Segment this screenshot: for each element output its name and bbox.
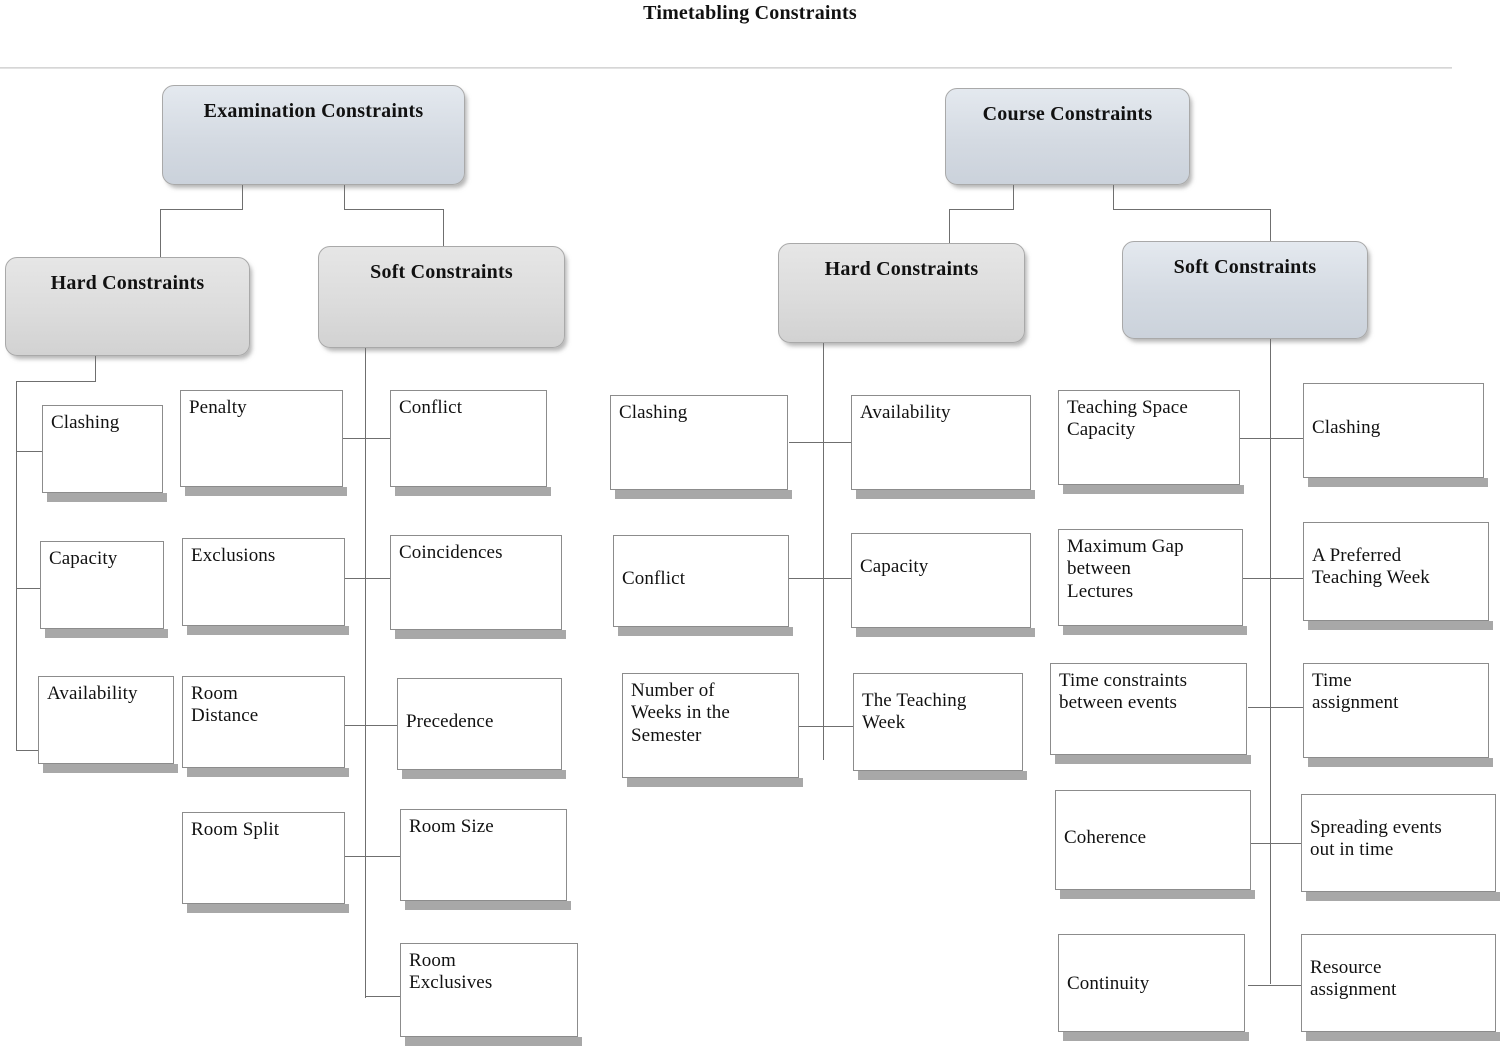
connector-course-soft-arm-3r <box>1270 843 1303 844</box>
connector-exam-hard-stub <box>95 356 96 381</box>
connector-exam-soft-arm-1r <box>365 578 391 579</box>
leaf-exam-soft-room-split[interactable]: Room Split <box>182 812 349 913</box>
connector-exam-soft-arm-3l <box>345 856 366 857</box>
connector-course-hard-arm-2r <box>823 726 853 727</box>
connector-exam-root-right-arm <box>344 209 444 210</box>
leaf-exam-soft-exclusions[interactable]: Exclusions <box>182 538 349 635</box>
leaf-exam-soft-coincidences[interactable]: Coincidences <box>390 535 566 639</box>
connector-exam-soft-arm-0r <box>365 438 391 439</box>
connector-course-hard-arm-1l <box>789 578 824 579</box>
leaf-course-hard-clashing[interactable]: Clashing <box>610 395 792 499</box>
connector-course-soft-drop <box>1270 209 1271 242</box>
leaf-course-hard-number-of-weeks[interactable]: Number of Weeks in the Semester <box>622 673 803 787</box>
connector-course-hard-arm-0l <box>789 442 824 443</box>
leaf-exam-soft-room-distance[interactable]: Room Distance <box>182 676 349 777</box>
header-divider <box>0 67 1452 69</box>
leaf-course-hard-availability[interactable]: Availability <box>851 395 1035 499</box>
node-course-hard-constraints[interactable]: Hard Constraints <box>778 243 1025 343</box>
page-title: Timetabling Constraints <box>643 2 857 24</box>
connector-exam-soft-arm-2l <box>345 725 366 726</box>
connector-exam-soft-arm-3r <box>365 856 401 857</box>
leaf-course-soft-clashing[interactable]: Clashing <box>1303 383 1488 487</box>
leaf-exam-hard-clashing[interactable]: Clashing <box>42 405 167 502</box>
leaf-exam-soft-penalty[interactable]: Penalty <box>180 390 347 496</box>
connector-exam-root-left-arm <box>160 209 243 210</box>
connector-course-soft-spine <box>1270 339 1271 984</box>
connector-course-soft-arm-2l <box>1248 707 1271 708</box>
connector-course-hard-arm-2l <box>799 726 824 727</box>
node-exam-hard-constraints[interactable]: Hard Constraints <box>5 257 250 356</box>
connector-course-hard-spine <box>823 343 824 760</box>
leaf-exam-soft-conflict[interactable]: Conflict <box>390 390 551 496</box>
leaf-course-soft-spreading-events[interactable]: Spreading events out in time <box>1301 794 1500 901</box>
connector-exam-hard-branch-1 <box>16 588 43 589</box>
connector-exam-root-right-stub <box>344 185 345 209</box>
node-course-soft-constraints[interactable]: Soft Constraints <box>1122 241 1368 339</box>
connector-exam-soft-arm-2r <box>365 725 398 726</box>
leaf-exam-soft-room-size[interactable]: Room Size <box>400 809 571 910</box>
connector-exam-hard-arm <box>16 381 96 382</box>
connector-exam-hard-spine <box>16 381 17 750</box>
leaf-course-soft-continuity[interactable]: Continuity <box>1058 934 1249 1041</box>
connector-course-root-left-arm <box>949 209 1014 210</box>
connector-course-soft-arm-1r <box>1270 578 1303 579</box>
connector-exam-hard-drop <box>160 209 161 257</box>
leaf-course-soft-preferred-teaching-week[interactable]: A Preferred Teaching Week <box>1303 522 1493 630</box>
connector-exam-soft-arm-4r <box>365 996 401 997</box>
leaf-course-soft-teaching-space-capacity[interactable]: Teaching Space Capacity <box>1058 390 1244 494</box>
connector-course-soft-arm-0r <box>1270 438 1303 439</box>
leaf-exam-soft-room-exclusives[interactable]: Room Exclusives <box>400 943 582 1046</box>
leaf-exam-hard-availability[interactable]: Availability <box>38 676 178 773</box>
leaf-exam-hard-capacity[interactable]: Capacity <box>40 541 168 638</box>
connector-exam-soft-drop <box>443 209 444 247</box>
connector-course-hard-arm-1r <box>823 578 853 579</box>
connector-course-soft-arm-4l <box>1248 985 1271 986</box>
leaf-exam-soft-precedence[interactable]: Precedence <box>397 678 566 779</box>
connector-course-root-left-stub <box>1013 185 1014 209</box>
connector-course-hard-drop <box>949 209 950 245</box>
connector-exam-soft-spine <box>365 348 366 998</box>
leaf-course-soft-coherence[interactable]: Coherence <box>1055 790 1255 899</box>
connector-exam-soft-arm-1l <box>345 578 366 579</box>
connector-course-soft-arm-3l <box>1248 843 1271 844</box>
connector-exam-root-left-stub <box>242 185 243 209</box>
connector-course-soft-arm-1l <box>1242 578 1271 579</box>
connector-course-soft-arm-0l <box>1240 438 1271 439</box>
connector-exam-hard-branch-0 <box>16 451 43 452</box>
leaf-course-soft-maximum-gap[interactable]: Maximum Gap between Lectures <box>1058 529 1247 635</box>
leaf-course-hard-conflict[interactable]: Conflict <box>613 535 793 636</box>
node-exam-soft-constraints[interactable]: Soft Constraints <box>318 246 565 348</box>
leaf-course-soft-resource-assignment[interactable]: Resource assignment <box>1301 934 1500 1041</box>
leaf-course-soft-time-assignment[interactable]: Time assignment <box>1303 663 1493 767</box>
node-examination-constraints[interactable]: Examination Constraints <box>162 85 465 185</box>
connector-course-root-right-stub <box>1113 185 1114 209</box>
connector-course-soft-arm-2r <box>1270 707 1303 708</box>
connector-course-soft-arm-4r <box>1270 985 1303 986</box>
connector-exam-soft-arm-0l <box>343 438 366 439</box>
leaf-course-soft-time-constraints[interactable]: Time constraints between events <box>1050 663 1251 764</box>
leaf-course-hard-capacity[interactable]: Capacity <box>851 533 1035 637</box>
connector-course-hard-arm-0r <box>823 442 853 443</box>
connector-course-root-right-arm <box>1113 209 1271 210</box>
leaf-course-hard-teaching-week[interactable]: The Teaching Week <box>853 673 1027 780</box>
node-course-constraints[interactable]: Course Constraints <box>945 88 1190 185</box>
connector-exam-hard-branch-2 <box>16 750 40 751</box>
